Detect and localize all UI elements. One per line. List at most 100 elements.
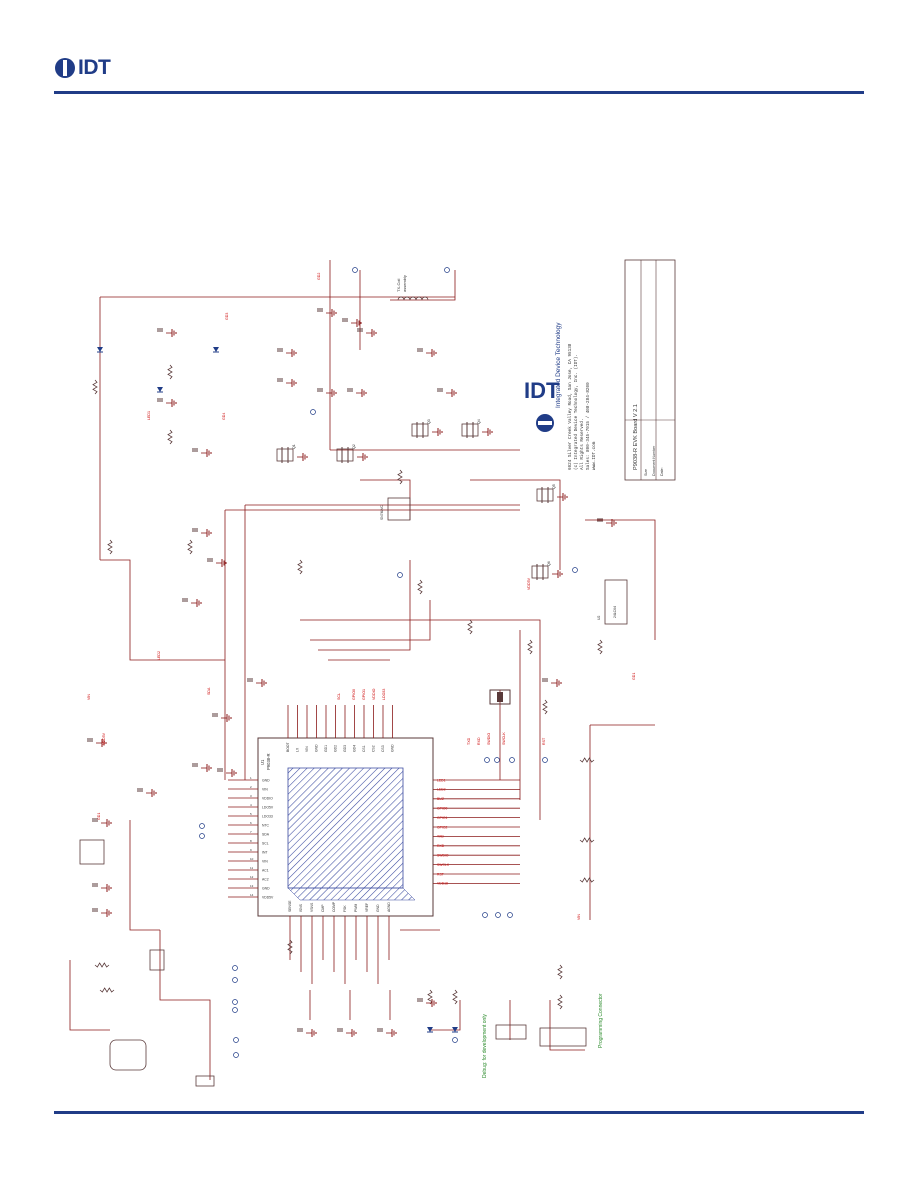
j1-wire xyxy=(159,930,211,1080)
test-point xyxy=(352,267,358,273)
transistor-q6 xyxy=(531,564,549,580)
u1-part: P9038-R xyxy=(266,753,271,770)
ic-u3 xyxy=(387,497,411,521)
u1-pin-bottom: FSK xyxy=(343,905,347,912)
ic-u2 xyxy=(604,579,628,625)
q5-wire xyxy=(470,479,561,570)
net-label: LDO33 xyxy=(382,689,386,700)
transistor-ref: Q2 xyxy=(352,444,356,449)
title-idt-logo xyxy=(536,414,554,432)
connector-j1 xyxy=(195,1075,215,1087)
capacitor xyxy=(217,768,223,772)
tx-coil xyxy=(397,296,429,301)
net-label: GPIO0 xyxy=(352,689,356,700)
capacitor xyxy=(277,378,283,382)
test-point xyxy=(310,409,316,415)
u1-pin-left: VDD5V xyxy=(262,895,274,899)
transistor-ref: Q3 xyxy=(427,419,431,424)
u1-pin-right: GPIO0 xyxy=(437,807,447,811)
resistor xyxy=(287,939,293,955)
u1-pin-left: NTC xyxy=(262,823,270,827)
capacitor xyxy=(597,518,603,522)
net-label: RXD xyxy=(477,737,481,745)
exposed-pad-edge xyxy=(287,887,416,901)
test-point xyxy=(233,1052,239,1058)
resistor xyxy=(597,639,603,655)
connector-j4 xyxy=(79,839,105,865)
u1-pin-bottom: AGND xyxy=(387,902,391,912)
u1-pin-right: RST xyxy=(437,872,444,876)
ic-u1 xyxy=(257,737,434,917)
ground-symbol xyxy=(166,329,177,337)
resistor xyxy=(187,539,193,555)
capacitor xyxy=(192,448,198,452)
idt-logo-icon xyxy=(55,58,75,78)
connector-j2-db9 xyxy=(109,1039,147,1071)
u1-pin-num: 2 xyxy=(250,785,252,789)
title-block xyxy=(624,259,676,481)
ground-symbol xyxy=(426,349,437,357)
transistor-q5 xyxy=(536,487,554,503)
capacitor xyxy=(317,308,323,312)
u1-pin-left: VIN xyxy=(262,787,268,791)
ground-symbol xyxy=(326,309,337,317)
title-block-row: Size xyxy=(644,469,648,476)
capacitor xyxy=(92,883,98,887)
u1-pin-bottom: VSNS xyxy=(310,902,314,912)
capacitor xyxy=(137,788,143,792)
u1-pin-right: BUZ xyxy=(437,797,444,801)
net-label: SCL xyxy=(337,693,341,700)
u1-pin-left: VDDIO xyxy=(262,796,273,800)
resistor xyxy=(167,364,173,380)
test-point xyxy=(232,999,238,1005)
u1-pin-bottom: CMP xyxy=(321,904,325,912)
exposed-pad xyxy=(287,767,404,889)
u1-pin-left: LDO5V xyxy=(262,805,274,809)
u1-pin-top: CS1 xyxy=(362,745,366,752)
test-point xyxy=(509,757,515,763)
ground-symbol xyxy=(357,453,368,461)
capacitor xyxy=(277,348,283,352)
u1-pin-num: 10 xyxy=(250,857,254,861)
u3-part: SN74LVC xyxy=(380,505,384,520)
ground-symbol xyxy=(201,449,212,457)
test-point xyxy=(232,1007,238,1013)
ground-symbol xyxy=(226,769,237,777)
ground-symbol xyxy=(482,428,493,436)
capacitor xyxy=(192,528,198,532)
u1-pin-num: 7 xyxy=(250,830,252,834)
capacitor xyxy=(157,398,163,402)
net-label: VDD5V xyxy=(102,732,106,745)
ground-symbol xyxy=(201,764,212,772)
u1-pin-left: SDA xyxy=(262,832,270,836)
ground-symbol xyxy=(101,819,112,827)
capacitor xyxy=(247,678,253,682)
gate-bus-3 xyxy=(318,560,411,651)
title-block-title: P9038-R EVK Board V 2.1 xyxy=(633,404,639,470)
resistor xyxy=(579,877,595,883)
net-label: VDDIO xyxy=(372,688,376,700)
u1-pin-right: LED2 xyxy=(437,788,446,792)
u1-pin-top: BOOT xyxy=(286,742,290,752)
capacitor xyxy=(347,388,353,392)
prog-wire xyxy=(549,1000,585,1051)
ground-symbol xyxy=(221,714,232,722)
net-label: GD4 xyxy=(222,413,226,420)
u1-pin-right: GPIO1 xyxy=(437,816,447,820)
test-point xyxy=(482,912,488,918)
capacitor xyxy=(357,328,363,332)
u1-pin-bottom: COMP xyxy=(332,901,336,912)
diode-symbol xyxy=(157,387,163,392)
transistor-q1 xyxy=(276,447,294,463)
capacitor xyxy=(337,1028,343,1032)
crystal-y1 xyxy=(489,689,511,705)
ground-symbol xyxy=(432,428,443,436)
test-point xyxy=(199,833,205,839)
resistor xyxy=(427,989,433,1005)
copyright-line: www.IDT.com xyxy=(592,441,597,470)
crystal-body xyxy=(497,692,503,702)
ground-symbol xyxy=(606,519,617,527)
copyright-line: All Rights Reserved. xyxy=(580,418,585,470)
left-conn-wire xyxy=(129,820,160,931)
